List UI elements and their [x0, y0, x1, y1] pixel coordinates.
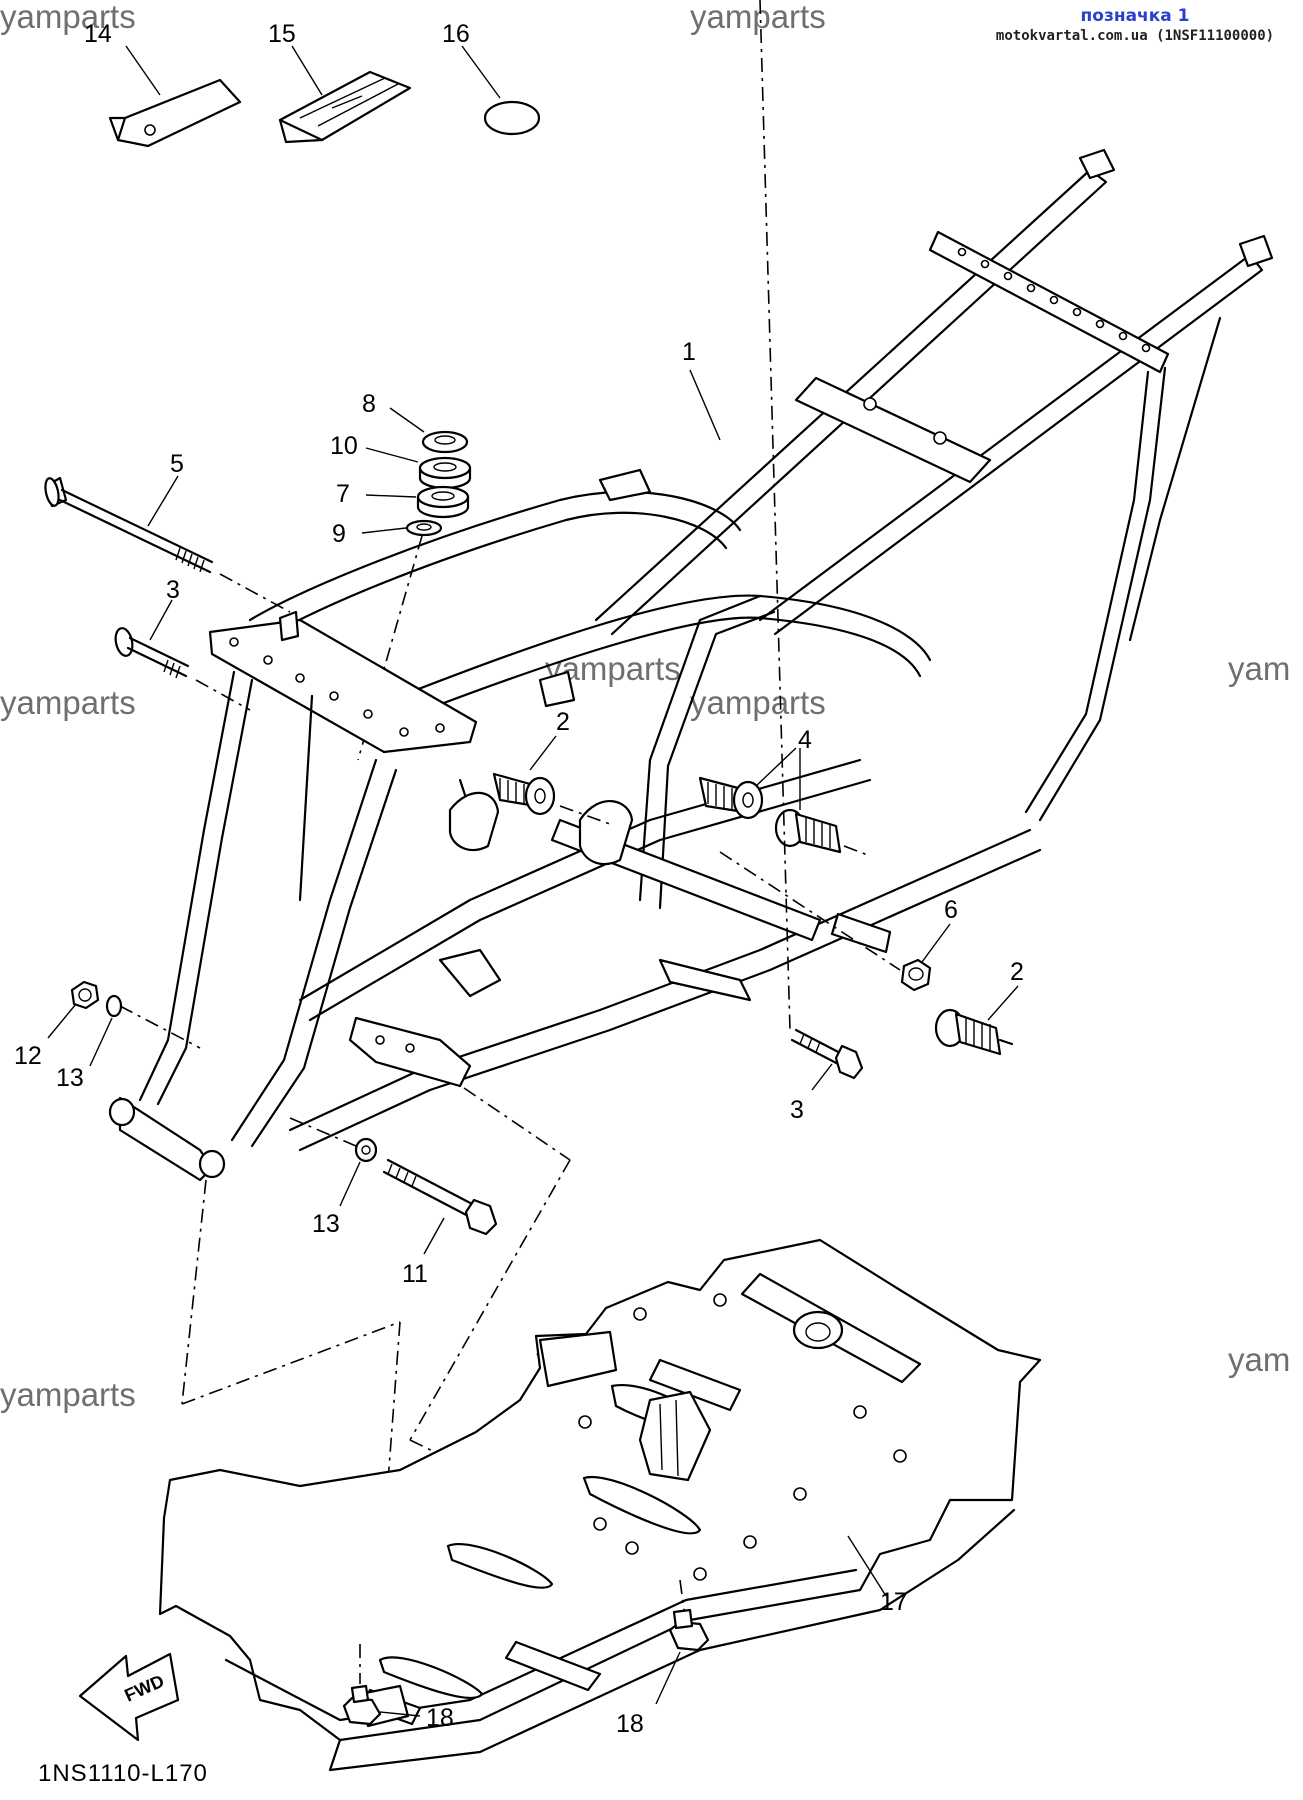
part-5-long-bolt [44, 476, 214, 574]
callout-3-left: 3 [166, 576, 180, 604]
callout-18-bottom: 18 [426, 1704, 454, 1732]
callout-17: 17 [880, 1588, 908, 1616]
part-17-skid-plate [158, 1238, 1042, 1772]
watermark: yamparts [690, 684, 826, 721]
callout-7: 7 [336, 480, 350, 508]
part-12-nut [70, 980, 100, 1010]
callout-1: 1 [682, 338, 696, 366]
callout-16: 16 [442, 20, 470, 48]
watermark-partial: yam [1228, 1341, 1291, 1378]
part-1-main-frame [108, 148, 1274, 1182]
callout-8: 8 [362, 390, 376, 418]
callout-13-left: 13 [56, 1064, 84, 1092]
callout-18-right: 18 [616, 1710, 644, 1738]
part-18-bolt-b [342, 1684, 382, 1726]
watermark: yamparts [690, 0, 826, 35]
part-11-bolt [382, 1158, 498, 1236]
part-6-nut [900, 958, 932, 992]
crossbar-holes [957, 247, 1151, 353]
part-13-washer-left [105, 994, 123, 1018]
part-15-sleeve [278, 70, 412, 144]
watermark: yamparts [0, 1376, 136, 1413]
callout-12: 12 [14, 1042, 42, 1070]
watermark: yamparts [0, 684, 136, 721]
callout-13-lower: 13 [312, 1210, 340, 1238]
part-8-seal [421, 430, 469, 454]
callout-6: 6 [944, 896, 958, 924]
part-18-bolt-a [668, 1608, 710, 1652]
watermark: yamparts [0, 0, 136, 35]
part-4-rubber-mount-a [698, 776, 764, 820]
forward-arrow-icon: FWD [78, 1652, 180, 1742]
callout-11: 11 [402, 1260, 428, 1288]
callout-14: 14 [84, 20, 112, 48]
part-2-rubber-mount-lower [934, 1008, 1014, 1056]
callout-2-lower: 2 [1010, 958, 1024, 986]
diagram-code: 1NS1110-L170 [38, 1760, 208, 1787]
part-3-bolt-left [114, 627, 190, 679]
part-13-washer-lower [354, 1137, 378, 1163]
part-14-plate [108, 78, 242, 148]
part-4-rubber-mount-b [774, 808, 842, 854]
callout-5: 5 [170, 450, 184, 478]
part-7-bearing [416, 485, 470, 519]
callout-9: 9 [332, 520, 346, 548]
callout-10: 10 [330, 432, 358, 460]
part-10-bearing [418, 456, 472, 490]
part-3-bolt-right [790, 1028, 864, 1080]
callout-4: 4 [798, 726, 812, 754]
callout-2-upper: 2 [556, 708, 570, 736]
header-subtitle: motokvartal.com.ua (1NSF11100000) [995, 28, 1275, 44]
head-plate-holes [229, 637, 445, 737]
part-2-rubber-mount-upper [492, 772, 556, 816]
callout-15: 15 [268, 20, 296, 48]
part-16-o-ring [483, 100, 541, 136]
header-title: позначка 1 [1080, 6, 1190, 26]
part-9-washer [405, 519, 443, 537]
callout-3-right: 3 [790, 1096, 804, 1124]
watermark-partial: yam [1228, 650, 1291, 687]
